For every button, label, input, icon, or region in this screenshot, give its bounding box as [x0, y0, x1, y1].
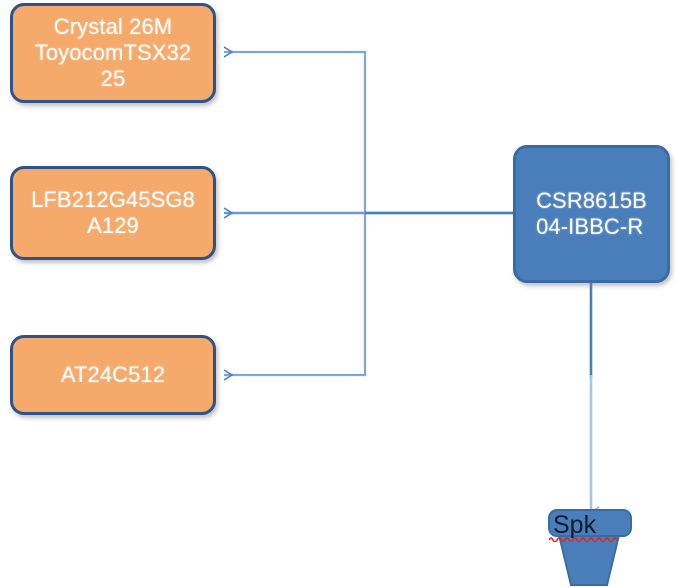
node-filter[interactable]: LFB212G45SG8 A129 [10, 166, 216, 260]
node-filter-label: LFB212G45SG8 A129 [31, 187, 195, 238]
spellcheck-squiggle-icon [549, 537, 617, 542]
connector-chip-to-eeprom [223, 213, 367, 381]
node-crystal-label: Crystal 26M ToyocomTSX32 25 [34, 14, 192, 91]
node-bluetooth-chip-label: CSR8615B 04-IBBC-R [536, 188, 647, 239]
node-bluetooth-chip[interactable]: CSR8615B 04-IBBC-R [513, 145, 670, 283]
node-crystal[interactable]: Crystal 26M ToyocomTSX32 25 [10, 3, 216, 103]
node-eeprom[interactable]: AT24C512 [10, 335, 216, 415]
speaker-label: Spk [553, 510, 597, 539]
node-eeprom-label: AT24C512 [60, 362, 166, 388]
node-speaker[interactable]: Spk [537, 508, 641, 587]
connector-chip-to-crystal [223, 46, 367, 213]
